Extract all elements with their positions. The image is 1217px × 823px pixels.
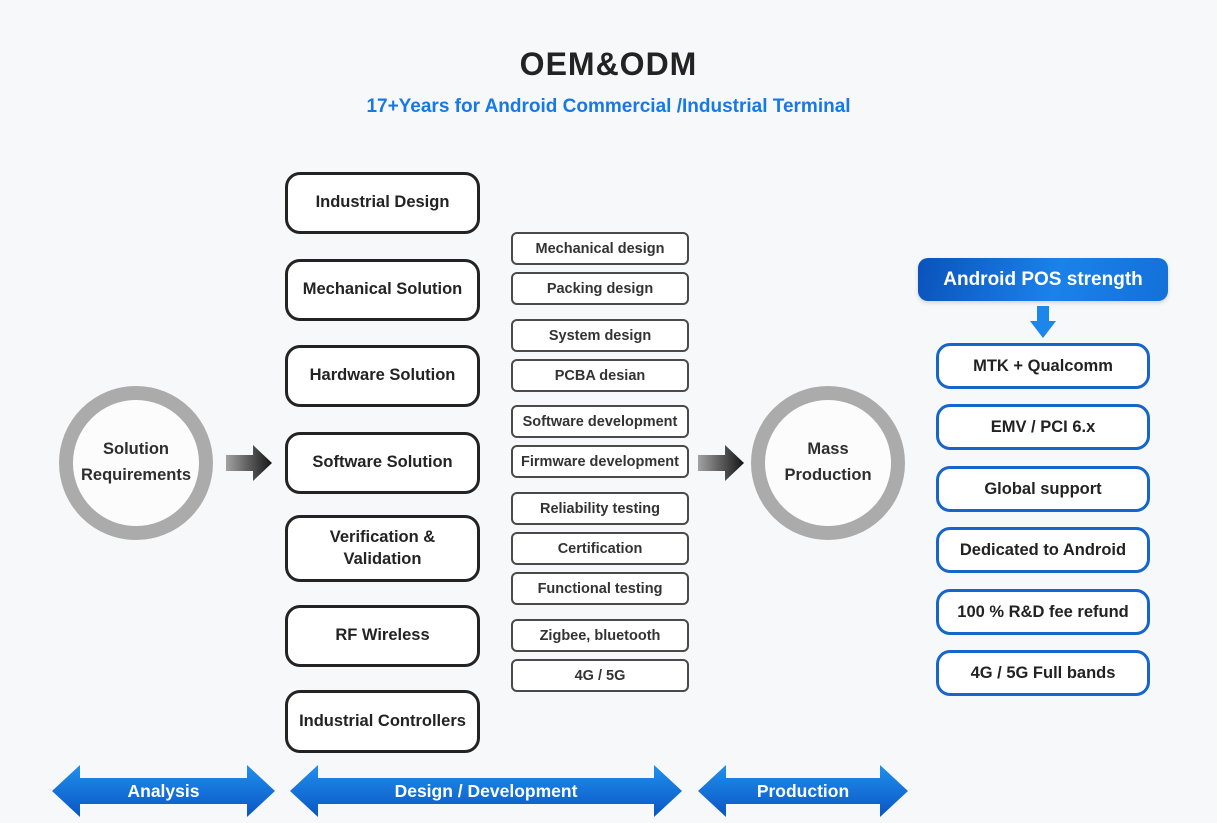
circle-text-line: Requirements [80, 466, 192, 484]
task-box: 4G / 5G [511, 659, 689, 692]
stage-box: Hardware Solution [285, 345, 480, 407]
task-box: Zigbee, bluetooth [511, 619, 689, 652]
circle-text-line: Mass [807, 440, 849, 459]
stage-box: Industrial Design [285, 172, 480, 234]
pos-strength-item: 4G / 5G Full bands [936, 650, 1150, 696]
stage-box: Mechanical Solution [285, 259, 480, 321]
page-subtitle: 17+Years for Android Commercial /Industr… [366, 96, 851, 117]
pos-strength-item: MTK + Qualcomm [936, 343, 1150, 389]
task-box: Firmware development [511, 445, 689, 478]
phase-arrow-production-icon [698, 765, 908, 817]
task-box: Mechanical design [511, 232, 689, 265]
phase-arrow-design-development-icon [290, 765, 682, 817]
task-box: Reliability testing [511, 492, 689, 525]
task-box: System design [511, 319, 689, 352]
pos-strength-item: Global support [936, 466, 1150, 512]
task-box: Software development [511, 405, 689, 438]
stage-box: Verification & Validation [285, 515, 480, 582]
pos-strength-item: Dedicated to Android [936, 527, 1150, 573]
task-box: Certification [511, 532, 689, 565]
pos-strength-item: 100 % R&D fee refund [936, 589, 1150, 635]
pos-strength-item: EMV / PCI 6.x [936, 404, 1150, 450]
stage-box: RF Wireless [285, 605, 480, 667]
page-title: OEM&ODM [519, 46, 698, 82]
flow-arrow-right-icon [226, 445, 272, 481]
circle-text-line: Solution [103, 440, 169, 459]
mass-production-circle: Mass Production [751, 386, 905, 540]
flow-arrow-right-icon [698, 445, 744, 481]
android-pos-strength-header: Android POS strength [918, 258, 1168, 301]
task-box: PCBA desian [511, 359, 689, 392]
task-box: Functional testing [511, 572, 689, 605]
task-box: Packing design [511, 272, 689, 305]
circle-text-line: Production [784, 466, 872, 484]
down-arrow-icon [1030, 306, 1056, 338]
stage-box: Software Solution [285, 432, 480, 494]
solution-requirements-circle: Solution Requirements [59, 386, 213, 540]
phase-arrow-analysis-icon [52, 765, 275, 817]
stage-box: Industrial Controllers [285, 690, 480, 753]
